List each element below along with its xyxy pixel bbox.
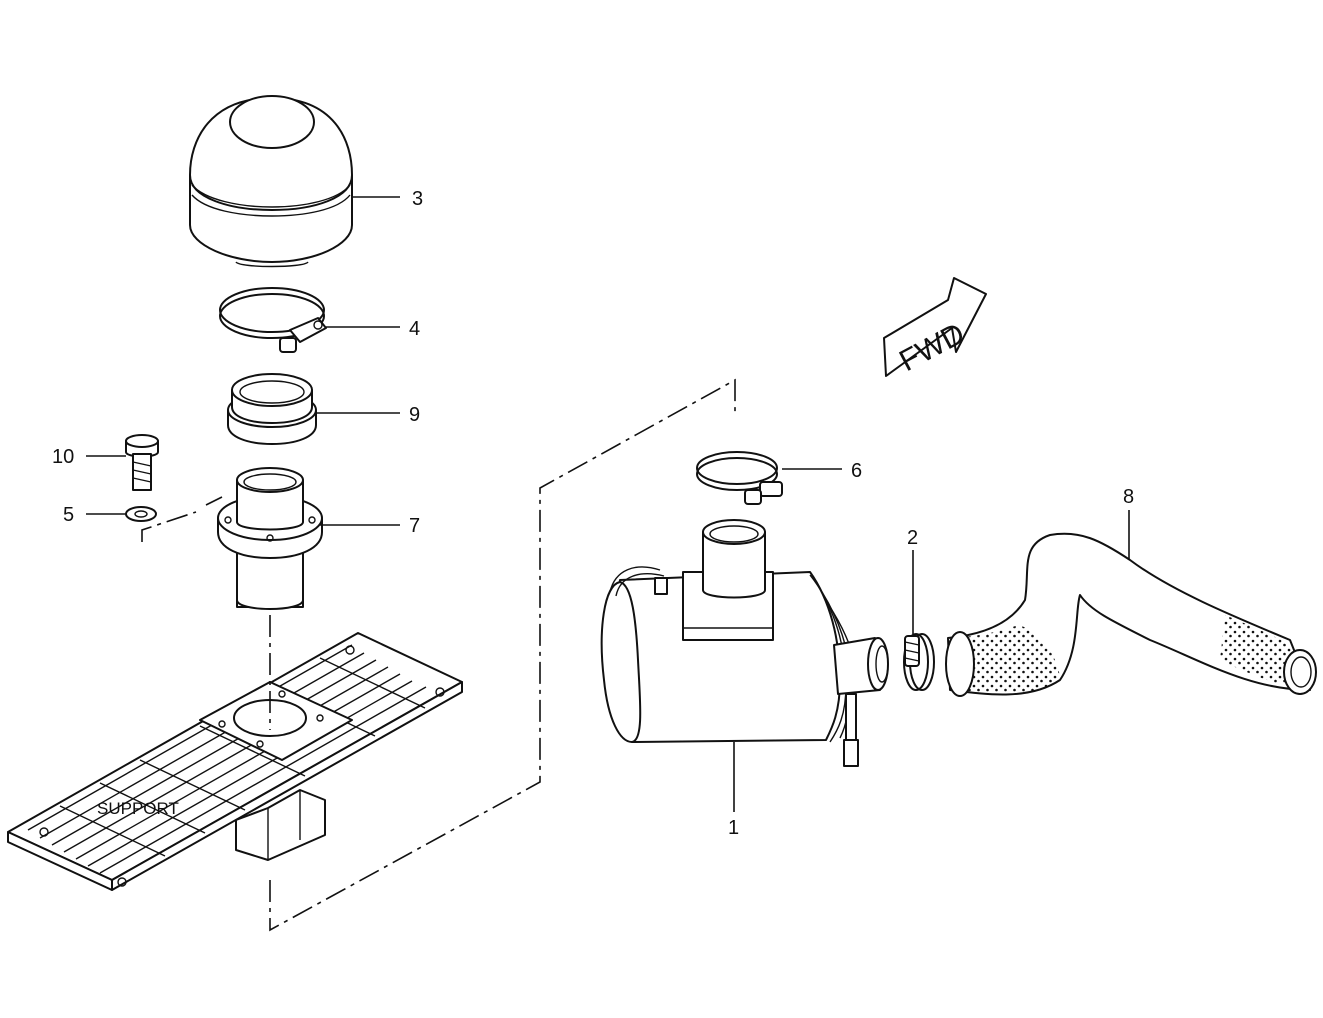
callout-3: 3	[412, 188, 423, 210]
installation-dashed-line	[269, 378, 736, 932]
intake-hose	[945, 532, 1317, 697]
callout-2: 2	[907, 527, 918, 549]
bolt	[125, 434, 159, 491]
hose-clamp-upper	[219, 287, 327, 353]
hose-clamp-outlet	[696, 451, 783, 505]
precleaner-cap	[189, 95, 353, 268]
callout-6: 6	[851, 460, 862, 482]
mounting-flange-tube	[217, 467, 323, 610]
callout-10: 10	[52, 446, 74, 468]
washer	[125, 506, 157, 522]
callout-4: 4	[409, 318, 420, 340]
callout-5: 5	[63, 504, 74, 526]
callout-1: 1	[728, 817, 739, 839]
bolt-centerline	[141, 496, 223, 542]
air-cleaner-body	[600, 519, 889, 767]
callout-9: 9	[409, 404, 420, 426]
hose-clamp-small	[903, 633, 935, 691]
callout-7: 7	[409, 515, 420, 537]
callout-8: 8	[1123, 486, 1134, 508]
support-platform: SUPPORT	[7, 632, 463, 891]
forward-direction-arrow: FWD	[883, 277, 987, 378]
support-label: SUPPORT	[97, 799, 179, 818]
leader-lines	[86, 196, 1130, 812]
reducer-sleeve	[227, 373, 317, 445]
callout-numbers: 3 4 9 10 5 7 6 2 8 1	[52, 188, 1134, 839]
